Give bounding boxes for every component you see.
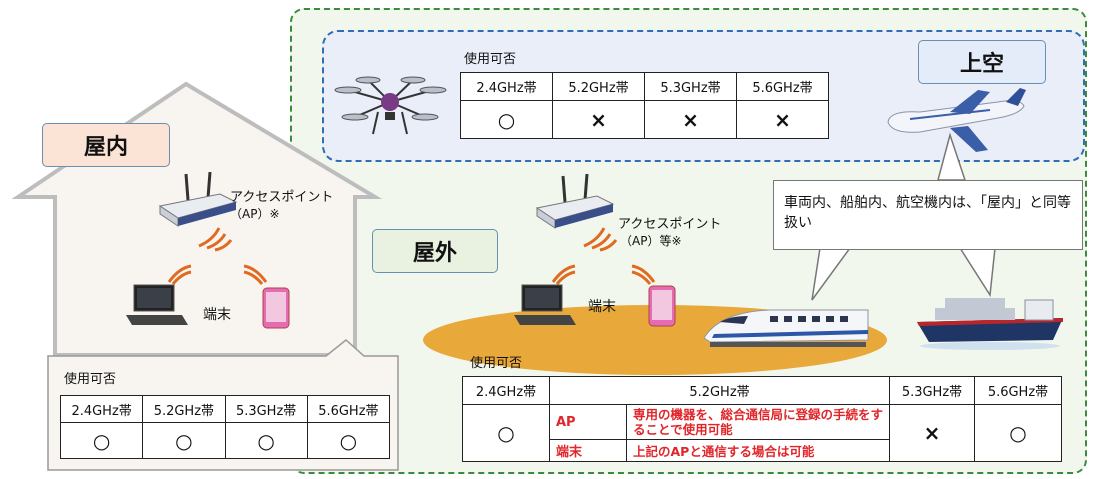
band-header: 5.6GHz帯 <box>306 395 391 423</box>
terminal-condition: 上記のAPと通信する場合は可能 <box>626 439 890 462</box>
band-header: 5.6GHz帯 <box>974 376 1062 405</box>
outdoor-table-heading: 使用可否 <box>470 356 523 371</box>
laptop-icon <box>514 284 576 325</box>
availability-cell: × <box>644 100 737 139</box>
outdoor-ap-sub: （AP）等※ <box>620 234 682 248</box>
sky-table-heading: 使用可否 <box>464 52 517 67</box>
drone-icon <box>334 76 447 135</box>
airplane-icon <box>887 88 1026 152</box>
wifi-waves-icon <box>551 264 576 285</box>
ap-label: AP <box>549 404 627 440</box>
smartphone-icon <box>648 285 676 327</box>
availability-cell: × <box>889 404 975 462</box>
outdoor-ap-name: アクセスポイント <box>618 217 722 232</box>
band-header: 5.3GHz帯 <box>644 72 737 101</box>
band-header: 5.2GHz帯 <box>552 72 645 101</box>
availability-cell: ○ <box>974 404 1062 462</box>
wifi-waves-icon <box>243 264 268 285</box>
callout-pointer <box>811 132 996 301</box>
laptop-icon <box>126 284 188 325</box>
indoor-table-heading: 使用可否 <box>64 372 117 387</box>
band-header: 2.4GHz帯 <box>460 72 553 101</box>
sky-availability-table: 2.4GHz帯 5.2GHz帯 5.3GHz帯 5.6GHz帯 ○ × × × <box>460 72 829 139</box>
outdoor-terminal-label: 端末 <box>588 299 616 315</box>
availability-cell: ○ <box>460 100 553 139</box>
band-header: 5.3GHz帯 <box>224 395 308 423</box>
availability-cell: ○ <box>462 404 550 462</box>
availability-cell: ○ <box>59 422 144 459</box>
callout-text: 車両内、船舶内、航空機内は、「屋内」と同等扱い <box>784 195 1071 231</box>
indoor-ap-sub: （AP）※ <box>230 207 280 221</box>
band-header: 5.2GHz帯 <box>142 395 226 423</box>
band-header: 5.2GHz帯 <box>549 376 890 405</box>
wifi-waves-icon <box>167 264 192 285</box>
wifi-waves-icon <box>198 227 233 252</box>
indoor-label: 屋内 <box>42 123 170 167</box>
sky-label: 上空 <box>918 40 1046 84</box>
availability-cell: ○ <box>142 422 226 459</box>
router-icon <box>535 174 615 229</box>
outdoor-availability-table: 2.4GHz帯 5.2GHz帯 5.3GHz帯 5.6GHz帯 ○ AP 専用の… <box>462 376 1062 462</box>
availability-cell: × <box>736 100 829 139</box>
band-header: 5.3GHz帯 <box>889 376 975 405</box>
ship-icon <box>917 298 1063 350</box>
callout-bubble: 車両内、船舶内、航空機内は、「屋内」と同等扱い <box>773 180 1083 250</box>
band-header: 2.4GHz帯 <box>59 395 144 423</box>
indoor-terminal-label: 端末 <box>203 307 231 323</box>
terminal-label: 端末 <box>549 439 627 462</box>
wifi-waves-icon <box>583 227 618 252</box>
smartphone-icon <box>262 287 290 329</box>
band-header: 5.6GHz帯 <box>736 72 829 101</box>
router-icon <box>158 172 238 227</box>
ap-condition: 専用の機器を、総合通信局に登録の手続をすることで使用可能 <box>626 404 890 440</box>
outdoor-label: 屋外 <box>372 229 498 273</box>
availability-cell: ○ <box>306 422 391 459</box>
band-header: 2.4GHz帯 <box>462 376 550 405</box>
wifi-waves-icon <box>631 264 656 285</box>
bullet-train-icon <box>703 309 869 347</box>
availability-cell: ○ <box>224 422 308 459</box>
indoor-ap-name: アクセスポイント <box>230 190 334 205</box>
indoor-availability-table: 2.4GHz帯 5.2GHz帯 5.3GHz帯 5.6GHz帯 ○ ○ ○ ○ <box>59 395 391 459</box>
availability-cell: × <box>552 100 645 139</box>
